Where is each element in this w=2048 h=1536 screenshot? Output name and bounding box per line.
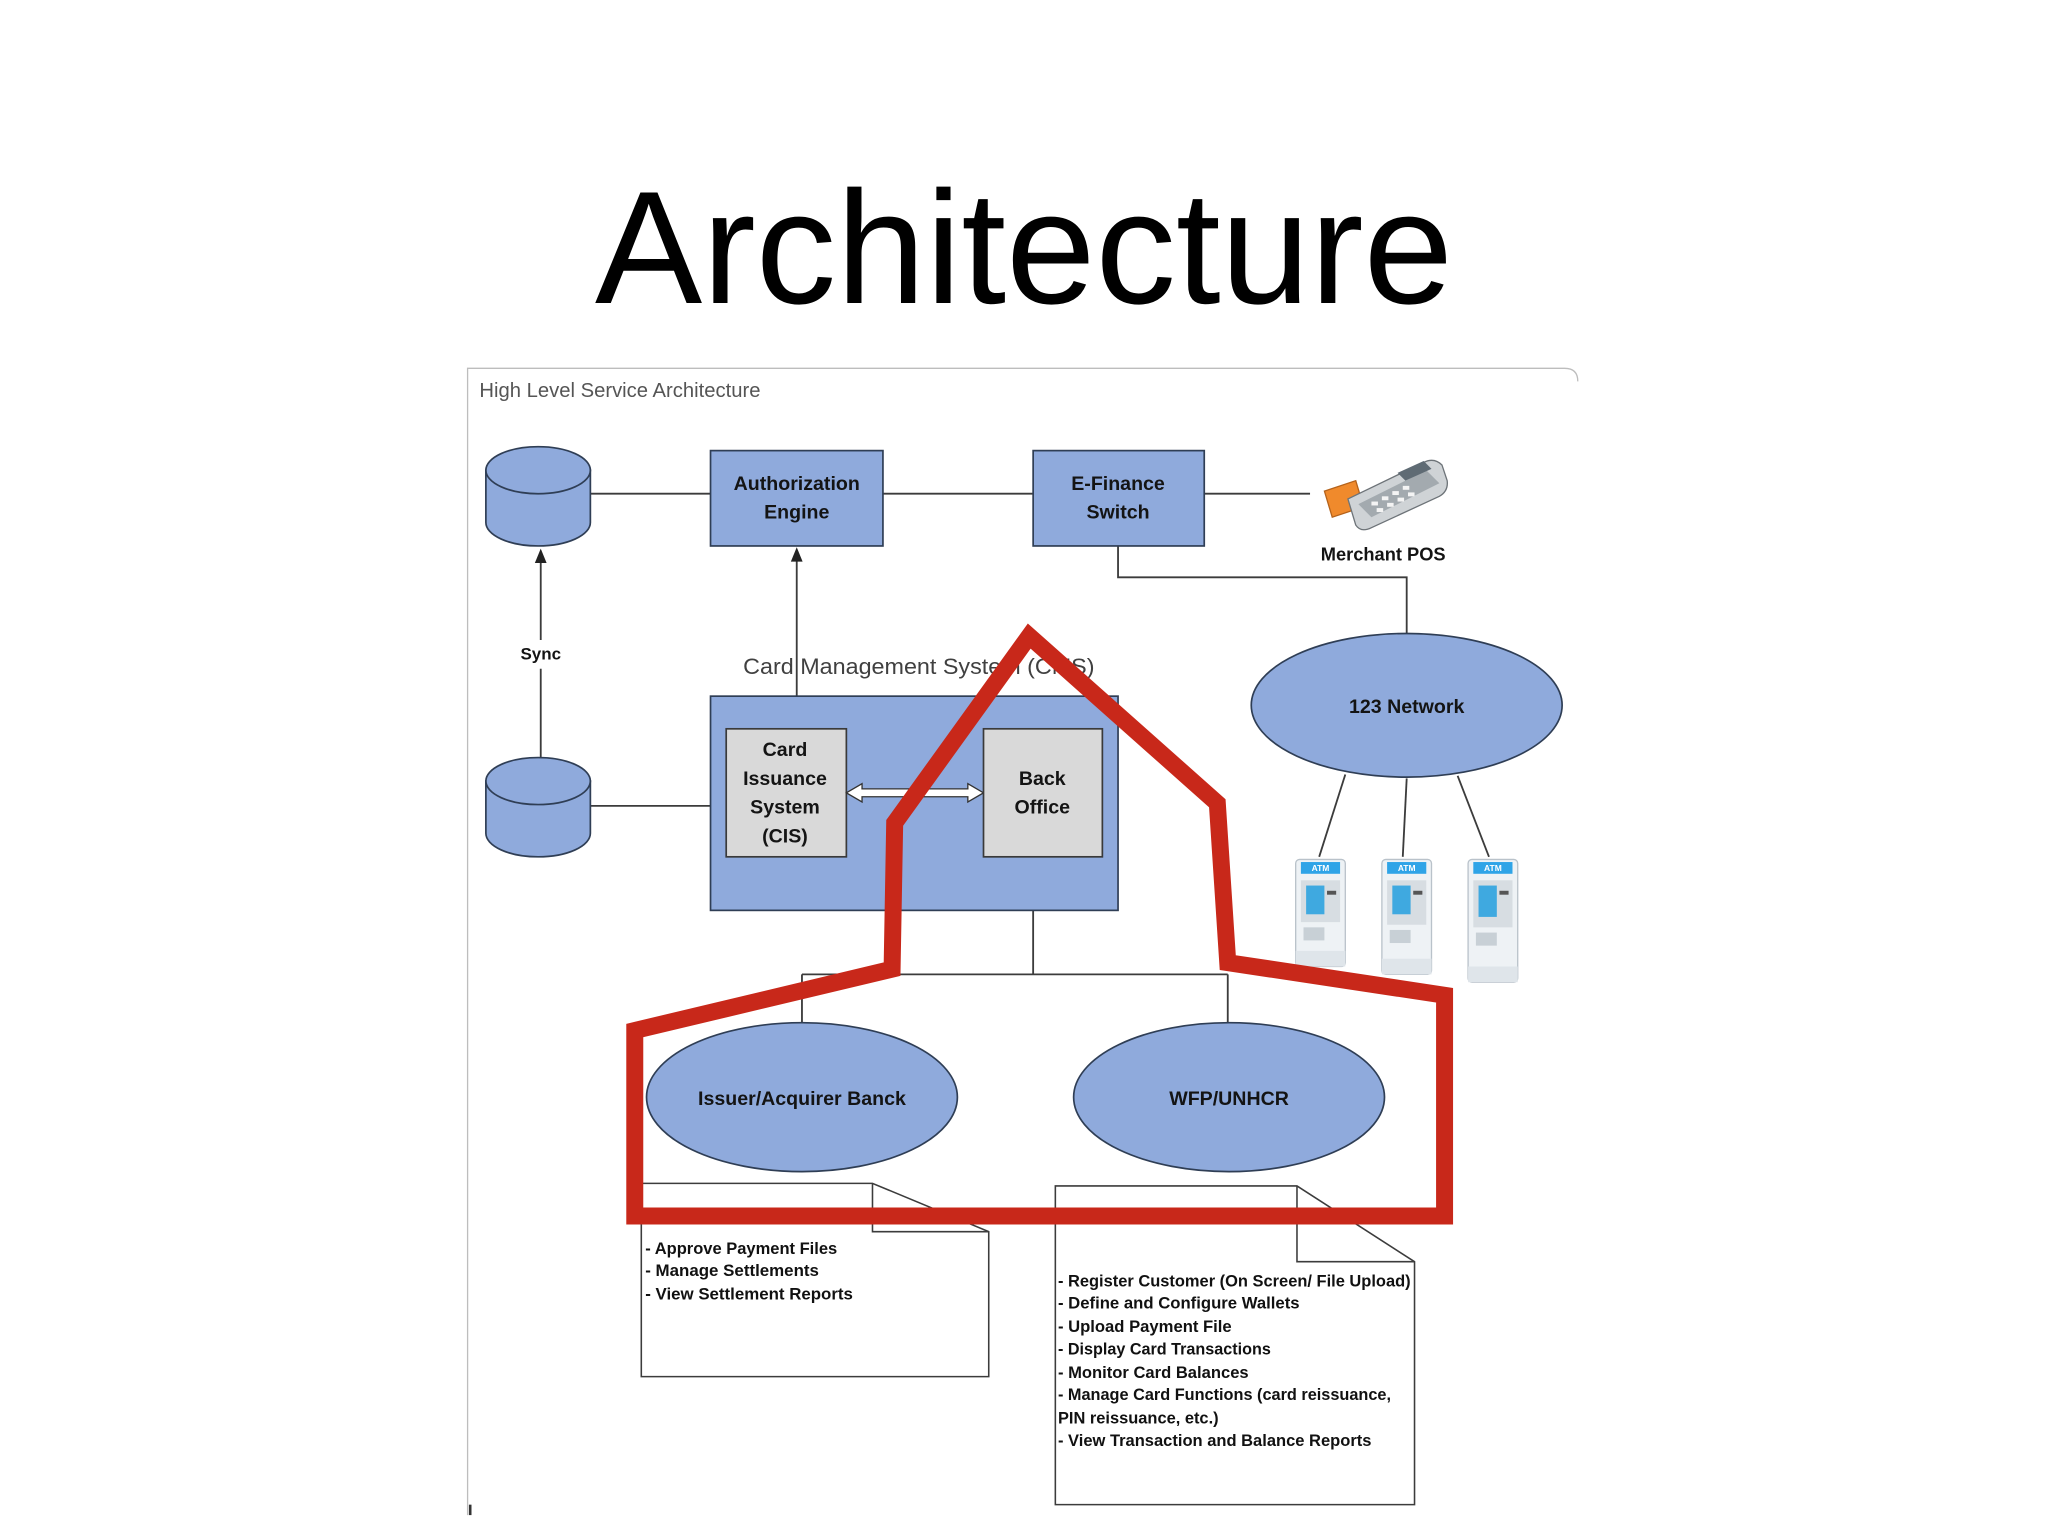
node-label: Switch [1086, 502, 1149, 524]
cms-to-auth-arrowhead [790, 547, 803, 562]
node-label: (CIS) [762, 825, 808, 847]
note-line: - Manage Settlements [645, 1262, 819, 1280]
note-line: - Approve Payment Files [645, 1240, 837, 1258]
note-line: - Manage Card Functions (card reissuance… [1058, 1386, 1391, 1404]
atm-icon: ATM [1381, 858, 1433, 976]
node-label: Issuer/Acquirer Banck [698, 1088, 906, 1110]
node-label: 123 Network [1349, 696, 1464, 718]
diagram-caption: High Level Service Architecture [479, 380, 760, 402]
wire-switch-to-network [1117, 545, 1408, 634]
diagram-frame [466, 367, 1579, 1516]
atm-label: ATM [1484, 863, 1502, 873]
sync-label: Sync [520, 645, 561, 664]
cis-node: Card Issuance System (CIS) [725, 727, 848, 858]
node-label: Authorization [734, 473, 860, 495]
note-line: - Register Customer (On Screen/ File Upl… [1058, 1273, 1411, 1291]
wire-network-to-atm-3 [1456, 775, 1490, 858]
database-icon [485, 445, 592, 547]
wfp-unhcr-node: WFP/UNHCR [1072, 1021, 1386, 1173]
issuer-note: - Approve Payment Files - Manage Settlem… [640, 1182, 990, 1378]
authorization-engine-node: Authorization Engine [709, 449, 884, 547]
network-node: 123 Network [1250, 632, 1563, 778]
merchant-pos-label: Merchant POS [1321, 543, 1446, 564]
atm-icon: ATM [1295, 858, 1346, 968]
note-line: - Define and Configure Wallets [1058, 1295, 1300, 1313]
cms-title: Card Management System (CMS) [743, 654, 1094, 679]
note-line: - Display Card Transactions [1058, 1340, 1271, 1358]
database-icon [485, 756, 592, 858]
node-label: Card [763, 739, 808, 761]
node-label: E-Finance [1071, 473, 1165, 495]
node-label: WFP/UNHCR [1169, 1088, 1289, 1110]
node-label: Engine [764, 502, 829, 524]
sync-label-bg [517, 640, 565, 669]
atm-label: ATM [1312, 863, 1330, 873]
node-label: Back [1019, 768, 1066, 790]
note-line: - Upload Payment File [1058, 1318, 1232, 1336]
connections [534, 492, 1490, 1024]
node-label: System [750, 797, 820, 819]
back-office-node: Back Office [982, 727, 1104, 858]
wire-network-to-atm-2 [1401, 778, 1408, 857]
note-line: - View Transaction and Balance Reports [1058, 1432, 1371, 1450]
highlight-outline [626, 623, 1454, 1225]
node-label: Office [1015, 797, 1071, 819]
pos-terminal-icon [1323, 459, 1448, 531]
note-line: - Monitor Card Balances [1058, 1364, 1249, 1382]
efinance-switch-node: E-Finance Switch [1032, 449, 1206, 547]
note-line: PIN reissuance, etc.) [1058, 1410, 1219, 1428]
wire-network-to-atm-1 [1318, 774, 1347, 858]
slide-title: Architecture [595, 159, 1453, 338]
atm-label: ATM [1398, 863, 1416, 873]
note-line: - View Settlement Reports [645, 1286, 853, 1304]
issuer-bank-node: Issuer/Acquirer Banck [645, 1021, 959, 1173]
sync-arrowhead [534, 548, 547, 563]
node-label: Issuance [743, 768, 827, 790]
atm-icon: ATM [1467, 858, 1519, 983]
wfp-note: - Register Customer (On Screen/ File Upl… [1054, 1185, 1416, 1506]
